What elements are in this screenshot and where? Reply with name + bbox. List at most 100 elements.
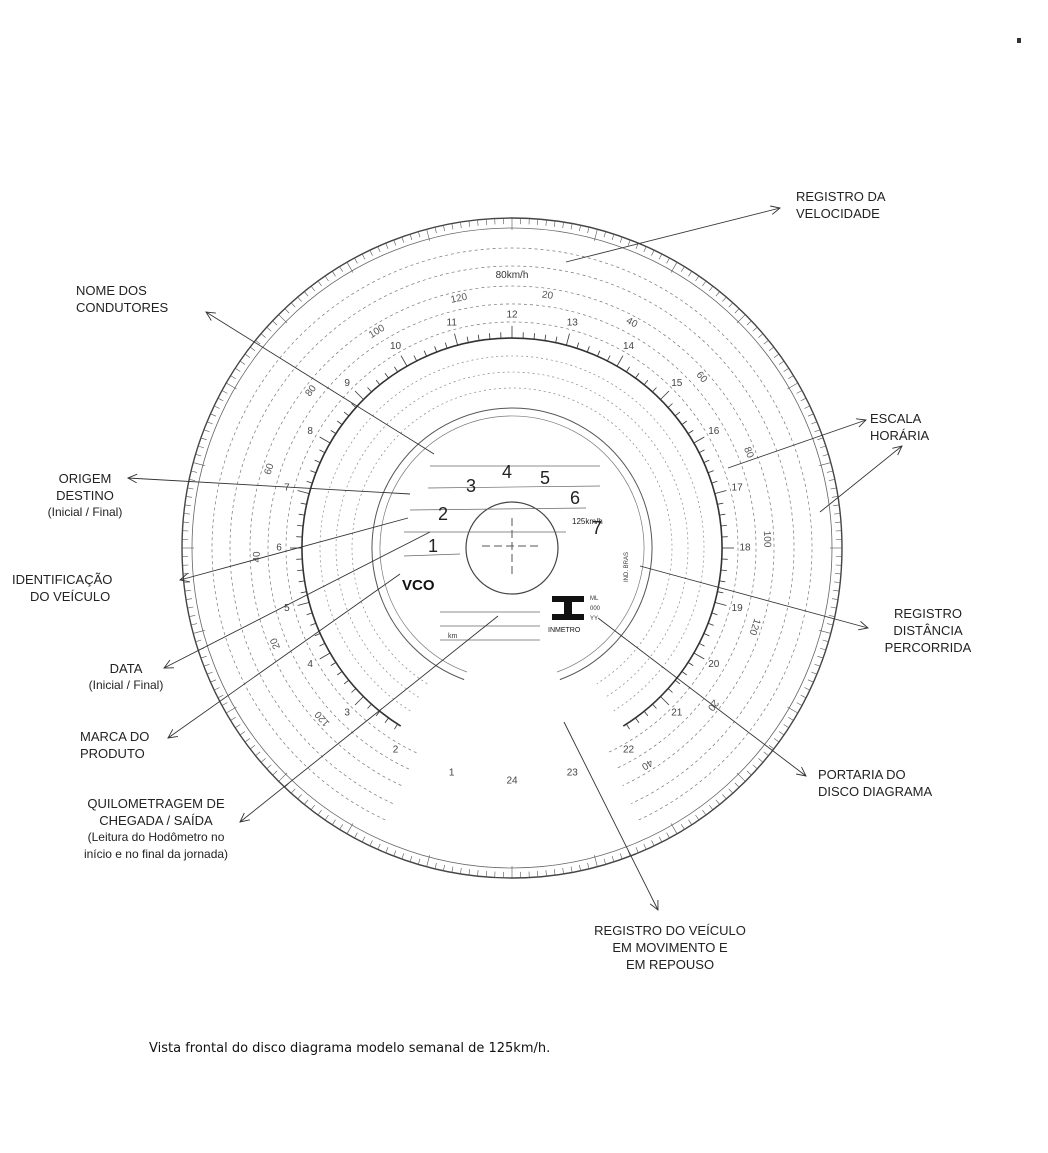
outer-tick: [736, 772, 746, 782]
hour-tick: [375, 710, 381, 717]
callout-arrow-head: [770, 205, 782, 215]
outer-tick: [317, 809, 322, 816]
outer-tick: [587, 862, 590, 869]
hour-tick: [703, 633, 710, 637]
speed-band-ring: [229, 265, 795, 804]
hour-tick: [687, 662, 694, 666]
outer-tick: [787, 382, 798, 390]
hour-tick: [626, 723, 630, 730]
speed-label: 120: [313, 708, 333, 728]
outer-tick: [611, 234, 615, 240]
outer-tick: [409, 856, 413, 862]
hour-tick: [660, 696, 670, 706]
outer-tick: [554, 869, 556, 876]
outer-tick: [418, 858, 421, 865]
outer-tick: [451, 866, 454, 873]
outer-tick: [768, 744, 774, 750]
hour-tick: [635, 717, 640, 723]
callout-arrow-line: [563, 721, 659, 911]
label-origem-destino: ORIGEM DESTINO (Inicial / Final): [47, 471, 123, 519]
outer-tick: [831, 598, 838, 600]
portaria-code: ML: [590, 596, 599, 602]
outer-tick: [814, 429, 821, 433]
panel-line: [403, 553, 461, 557]
distance-ring: [319, 355, 705, 712]
outer-tick: [354, 257, 358, 264]
outer-tick: [213, 687, 220, 691]
hour-tick: [703, 459, 710, 463]
outer-tick: [200, 437, 207, 441]
outer-tick: [221, 390, 228, 394]
outer-tick: [643, 246, 647, 253]
hour-tick: [717, 591, 724, 594]
hour-tick: [319, 436, 331, 444]
outer-tick: [819, 462, 831, 466]
hour-tick: [667, 403, 673, 408]
outer-tick: [545, 219, 547, 226]
outer-tick: [468, 869, 470, 876]
speed-band-ring: [285, 321, 739, 754]
outer-tick: [681, 266, 685, 272]
outer-tick: [778, 360, 785, 365]
outer-tick: [191, 470, 198, 473]
outer-tick: [796, 702, 803, 706]
outer-tick: [746, 320, 752, 326]
outer-tick: [189, 479, 196, 481]
label-portaria-disco: PORTARIA DO DISCO DIAGRAMA: [818, 767, 933, 799]
outer-tick: [619, 853, 623, 860]
outer-tick: [702, 280, 707, 287]
outer-tick: [310, 804, 316, 810]
callout-arrow-head: [796, 766, 807, 777]
day-number: 5: [540, 468, 550, 488]
hour-label: 13: [567, 318, 579, 329]
outer-tick: [239, 731, 246, 736]
day-number: 3: [466, 476, 476, 496]
hour-label: 19: [732, 603, 744, 614]
speed-label: 40: [639, 757, 655, 772]
speed-label: 60: [263, 462, 277, 476]
callout-arrow-head: [239, 812, 250, 823]
hour-label: 8: [307, 426, 313, 437]
outer-tick: [401, 853, 405, 860]
hour-tick: [354, 390, 364, 400]
hour-tick: [717, 502, 724, 505]
speed-label: 120: [746, 617, 762, 637]
outer-tick: [670, 823, 678, 834]
serial-text: IND. BRAS: [624, 552, 630, 582]
outer-tick: [830, 606, 837, 609]
speed-label: 100: [761, 531, 773, 548]
outer-tick: [819, 630, 831, 634]
outer-tick: [339, 824, 343, 830]
hour-tick: [454, 333, 458, 346]
outer-tick: [244, 738, 251, 743]
outer-tick: [826, 470, 833, 473]
hour-label: 17: [732, 482, 744, 493]
hour-tick: [533, 333, 535, 340]
hour-tick: [687, 430, 694, 434]
hour-tick: [707, 622, 714, 626]
label-registro-distancia: REGISTRO DISTÂNCIA PERCORRIDA: [884, 606, 972, 655]
portaria-code: YY: [590, 616, 598, 622]
hour-tick: [660, 390, 670, 400]
outer-tick: [284, 308, 290, 314]
outer-tick: [361, 253, 366, 260]
hour-tick: [297, 490, 310, 494]
outer-tick: [426, 855, 430, 867]
hour-label: 14: [623, 341, 635, 352]
outer-tick: [443, 864, 445, 871]
outer-tick: [796, 390, 803, 394]
outer-tick: [804, 687, 811, 691]
hour-tick: [330, 430, 337, 434]
hour-label: 18: [739, 543, 751, 554]
hour-tick: [343, 411, 350, 417]
outer-tick: [822, 454, 829, 457]
label-marca-produto: MARCA DO PRODUTO: [80, 729, 150, 761]
outer-tick: [290, 788, 296, 794]
outer-tick: [783, 724, 789, 728]
callout-arrows: [126, 205, 903, 911]
outer-tick: [324, 814, 329, 821]
hour-label: 7: [284, 482, 290, 493]
outer-tick: [213, 405, 220, 409]
outer-tick: [787, 706, 798, 714]
outer-tick: [235, 368, 241, 372]
